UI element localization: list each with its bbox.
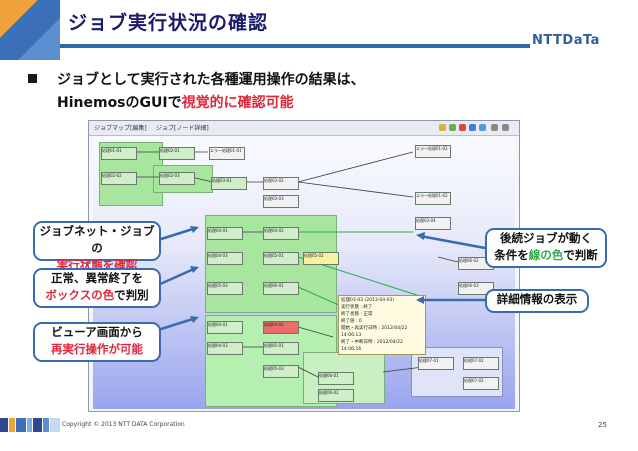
job-box[interactable]: 処理04-03 xyxy=(207,342,243,355)
job-box[interactable]: 処理03-01 xyxy=(211,177,247,190)
job-box[interactable]: 処理04-01 xyxy=(207,321,243,334)
popup-line: 開始・再実行日時 : 2012/04/22 14:06:13 xyxy=(341,326,408,338)
footer-decoration xyxy=(0,418,60,432)
callout-text: で判別 xyxy=(114,288,149,302)
bullet-text-line2: HinemosのGUIで視覚的に確認可能 xyxy=(57,92,294,112)
bullet-square-icon xyxy=(28,74,37,83)
job-detail-tooltip: 処理03-03 (2013-04-03) 実行状態 : 終了 終了状態 : 正常… xyxy=(338,295,426,355)
header-logo-shape xyxy=(0,0,60,60)
popup-line: 終了値 : 0 xyxy=(341,319,362,324)
callout-box-color: 正常、異常終了を ボックスの色で判別 xyxy=(33,268,161,308)
popup-line: 終了・中断日時 : 2012/04/22 14:06:16 xyxy=(341,340,403,352)
popup-line: 終了状態 : 正常 xyxy=(341,312,373,317)
bullet-text-emphasis: 視覚的に確認可能 xyxy=(181,95,294,111)
callout-text-emphasis: ボックスの色 xyxy=(45,288,115,302)
callout-text: ビューア画面から xyxy=(51,325,143,339)
popup-line: 実行状態 : 終了 xyxy=(341,305,373,310)
callout-line-color: 後続ジョブが動く 条件を線の色で判断 xyxy=(485,228,607,268)
callout-check-status: ジョブネット・ジョブの 実行状態を確認 xyxy=(33,221,161,272)
job-box[interactable]: エラー処理01-02 xyxy=(415,145,451,158)
tab-job-map-edit[interactable]: ジョブマップ[編集] xyxy=(94,125,147,132)
zoom-icon[interactable] xyxy=(439,124,446,131)
job-box[interactable]: 処理04-01 xyxy=(207,227,243,240)
refresh-icon[interactable] xyxy=(449,124,456,131)
job-box[interactable]: 処理06-01 xyxy=(318,372,354,385)
bullet-text-plain: HinemosのGUIで xyxy=(57,95,182,111)
callout-text: 後続ジョブが動く xyxy=(500,231,592,245)
callout-text-green: 線の色 xyxy=(528,248,564,262)
callout-text: で判断 xyxy=(563,248,598,262)
job-box[interactable]: 処理04-03 xyxy=(207,252,243,265)
job-box[interactable]: 処理03-02 xyxy=(263,177,299,190)
job-box[interactable]: 処理02-02 xyxy=(101,172,137,185)
job-map-canvas: 処理01-01 処理02-01 エラー処理01-01 処理02-02 処理02-… xyxy=(93,137,515,409)
job-box[interactable]: 処理05-01 xyxy=(263,252,299,265)
job-box[interactable]: エラー処理01-01 xyxy=(209,147,245,160)
job-box[interactable]: 処理05-03 xyxy=(207,282,243,295)
minimize-icon[interactable] xyxy=(491,124,498,131)
slide-title: ジョブ実行状況の確認 xyxy=(68,12,269,34)
maximize-icon[interactable] xyxy=(502,124,509,131)
callout-detail-info: 詳細情報の表示 xyxy=(485,289,589,313)
callout-text: ジョブネット・ジョブの xyxy=(39,224,155,255)
job-box[interactable]: 処理02-01 xyxy=(159,147,195,160)
job-box[interactable]: 処理07-02 xyxy=(463,357,499,370)
job-box[interactable]: 処理05-01 xyxy=(263,342,299,355)
job-box[interactable]: 処理03-03 xyxy=(263,195,299,208)
layout-icon[interactable] xyxy=(479,124,486,131)
job-box-highlighted[interactable]: 処理05-02 xyxy=(303,252,339,265)
job-box-error[interactable]: 処理04-02 xyxy=(263,321,299,334)
job-box[interactable]: 処理04-02 xyxy=(263,227,299,240)
callout-rerun: ビューア画面から 再実行操作が可能 xyxy=(33,322,161,362)
popup-line: 処理03-03 (2013-04-03) xyxy=(341,298,395,303)
page-number: 25 xyxy=(598,421,607,429)
job-box[interactable]: 処理06-03 xyxy=(458,282,494,295)
job-box[interactable]: エラー処理01-02 xyxy=(415,192,451,205)
callout-text: 条件を xyxy=(494,248,529,262)
job-box[interactable]: 処理03-04 xyxy=(415,217,451,230)
job-box[interactable]: 処理01-01 xyxy=(101,147,137,160)
arrow-icon[interactable] xyxy=(469,124,476,131)
job-box[interactable]: 処理06-01 xyxy=(263,282,299,295)
callout-text-emphasis: 再実行操作が可能 xyxy=(51,342,143,356)
view-tab-bar: ジョブマップ[編集] ジョブ[ノード詳細] xyxy=(89,121,519,136)
callout-text: 正常、異常終了を xyxy=(51,271,143,285)
copyright-text: Copyright © 2013 NTT DATA Corporation xyxy=(62,421,185,428)
brand-logo: NTTDaTa xyxy=(532,33,600,48)
job-box[interactable]: 処理05-03 xyxy=(263,365,299,378)
title-underline xyxy=(60,44,530,48)
bullet-text-line1: ジョブとして実行された各種運用操作の結果は、 xyxy=(57,72,365,88)
job-box[interactable]: 処理07-02 xyxy=(463,377,499,390)
job-box[interactable]: 処理06-02 xyxy=(318,389,354,402)
stop-icon[interactable] xyxy=(459,124,466,131)
job-box[interactable]: 処理02-03 xyxy=(159,172,195,185)
hinemos-job-map-screenshot: ジョブマップ[編集] ジョブ[ノード詳細] xyxy=(88,120,520,412)
job-box[interactable]: 処理07-01 xyxy=(418,357,454,370)
tab-job-node-detail[interactable]: ジョブ[ノード詳細] xyxy=(156,125,209,132)
callout-text: 詳細情報の表示 xyxy=(496,292,578,306)
